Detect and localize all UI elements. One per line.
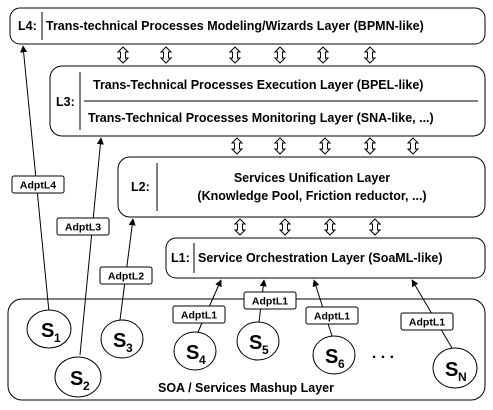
- layer-l2-title: Services Unification Layer: [234, 171, 390, 185]
- service-node-s4: S 4: [173, 331, 217, 371]
- svg-text:S: S: [445, 359, 458, 381]
- adapter-label-l1-s6: AdptL1: [305, 306, 359, 325]
- svg-text:2: 2: [83, 379, 90, 393]
- adapter-arrow-s2-l3: [79, 137, 104, 356]
- svg-text:S: S: [113, 330, 126, 352]
- svg-text:AdptL4: AdptL4: [20, 180, 56, 192]
- svg-text:AdptL1: AdptL1: [314, 311, 350, 323]
- double-arrow-icon: [407, 137, 419, 155]
- double-arrow-icon: [364, 137, 376, 155]
- double-arrow-icon: [364, 46, 376, 64]
- adapter-label-l1-sn: AdptL1: [400, 312, 454, 331]
- adapter-label-l2: AdptL2: [99, 266, 153, 285]
- service-node-sn: S N: [432, 347, 478, 389]
- double-arrow-icon: [117, 46, 129, 64]
- svg-text:S: S: [186, 342, 199, 364]
- svg-text:S: S: [70, 368, 83, 390]
- double-arrow-icon: [229, 46, 241, 64]
- svg-text:S: S: [249, 332, 262, 354]
- layer-l1-tag: L1:: [171, 251, 190, 265]
- svg-text:S: S: [41, 320, 54, 342]
- svg-text:4: 4: [199, 353, 206, 367]
- double-arrow-icon: [231, 137, 243, 155]
- service-node-s5: S 5: [236, 321, 280, 361]
- svg-text:N: N: [458, 370, 467, 384]
- soa-mashup-layer-title: SOA / Services Mashup Layer: [158, 381, 334, 395]
- double-arrow-icon: [317, 46, 329, 64]
- layer-l2-box: [117, 156, 486, 218]
- svg-text:3: 3: [126, 341, 133, 355]
- adapter-label-l1-s4: AdptL1: [172, 305, 226, 324]
- service-node-s6: S 6: [312, 335, 356, 375]
- layer-l3-tag: L3:: [56, 95, 75, 109]
- double-arrow-icon: [274, 137, 286, 155]
- double-arrow-icon: [234, 218, 246, 236]
- service-node-s1: S 1: [26, 309, 72, 349]
- layer-l4-title: Trans-technical Processes Modeling/Wizar…: [46, 19, 424, 33]
- service-node-s2: S 2: [54, 356, 102, 398]
- layer-l3-execution-label: Trans-Technical Processes Execution Laye…: [93, 78, 423, 92]
- adapter-label-l3: AdptL3: [56, 217, 110, 236]
- layer-l1-box: [165, 237, 486, 279]
- svg-text:1: 1: [54, 331, 61, 345]
- services-ellipsis: . . .: [372, 345, 394, 362]
- double-arrow-icon: [324, 218, 336, 236]
- layer-l2-subtitle: (Knowledge Pool, Friction reductor, ...): [197, 189, 426, 203]
- layer-l3-monitoring-label: Trans-Technical Processes Monitoring Lay…: [88, 111, 434, 125]
- svg-text:AdptL1: AdptL1: [252, 296, 288, 308]
- double-arrow-icon: [160, 46, 172, 64]
- svg-text:AdptL1: AdptL1: [181, 310, 217, 322]
- double-arrow-icon: [279, 218, 291, 236]
- svg-text:5: 5: [262, 343, 269, 357]
- svg-text:AdptL3: AdptL3: [65, 222, 101, 234]
- layer-l1-title: Service Orchestration Layer (SoaML-like): [198, 251, 443, 265]
- adapter-label-l1-s5: AdptL1: [243, 291, 297, 310]
- double-arrow-icon: [319, 137, 331, 155]
- double-arrow-icon: [274, 46, 286, 64]
- adapter-label-l4: AdptL4: [11, 175, 65, 194]
- layer-l4-box: [9, 7, 486, 45]
- layer-l2-tag: L2:: [131, 180, 150, 194]
- service-node-s3: S 3: [100, 319, 144, 359]
- double-arrow-icon: [369, 218, 381, 236]
- layer-l4-tag: L4:: [18, 19, 37, 33]
- svg-text:6: 6: [338, 357, 345, 371]
- svg-text:AdptL2: AdptL2: [108, 271, 144, 283]
- svg-text:AdptL1: AdptL1: [409, 317, 445, 329]
- svg-text:S: S: [325, 346, 338, 368]
